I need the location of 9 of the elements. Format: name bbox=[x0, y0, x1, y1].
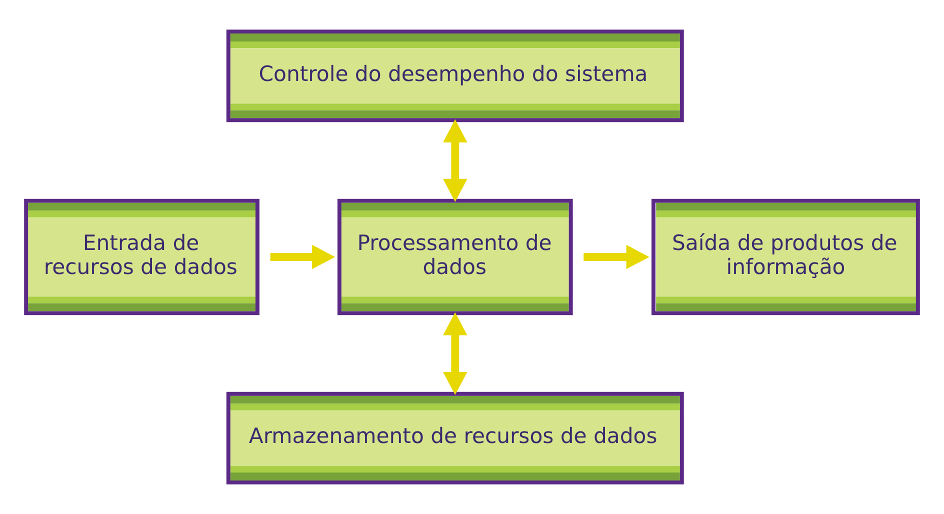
arrow bbox=[443, 119, 468, 202]
node-box: Armazenamento de recursos de dados bbox=[226, 392, 684, 484]
node-box: Processamento de dados bbox=[337, 198, 573, 316]
arrow bbox=[270, 244, 336, 270]
arrow bbox=[584, 244, 650, 270]
node-box: Controle do desempenho do sistema bbox=[226, 30, 684, 122]
node-box: Saída de produtos de informação bbox=[652, 198, 920, 316]
node-box: Entrada de recursos de dados bbox=[24, 198, 260, 316]
arrow bbox=[443, 312, 468, 396]
